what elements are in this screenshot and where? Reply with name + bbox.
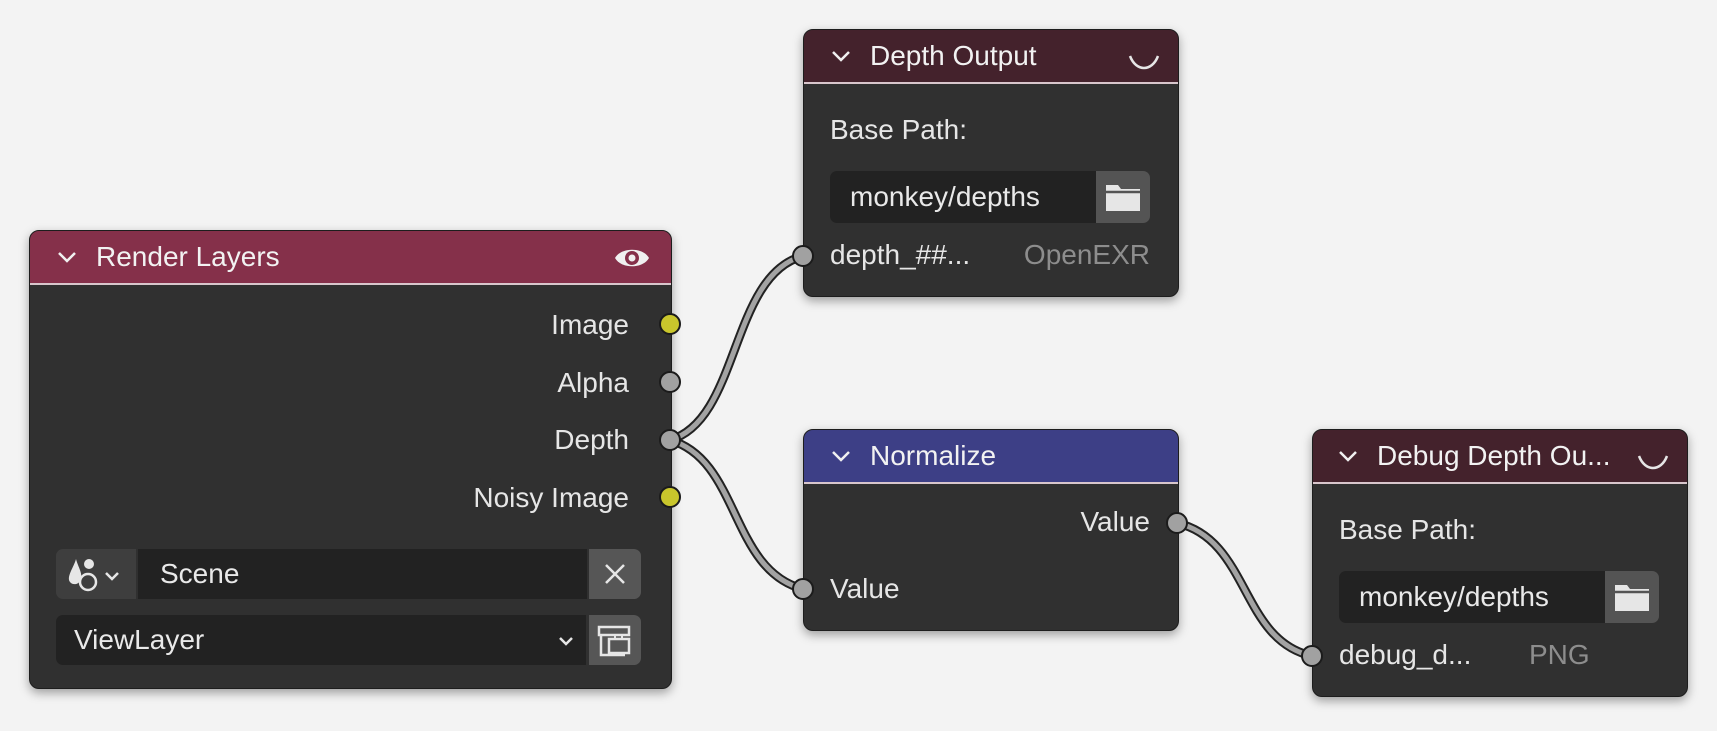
chevron-down-icon[interactable] bbox=[830, 445, 852, 467]
scene-unlink-button[interactable] bbox=[589, 549, 641, 599]
link-depth-to-depth-output bbox=[665, 251, 808, 445]
debug-input-name: debug_d... bbox=[1339, 639, 1472, 670]
base-path-field[interactable]: monkey/depths bbox=[1339, 571, 1605, 623]
debug-output-input-socket[interactable] bbox=[1301, 645, 1323, 667]
scene-icon bbox=[68, 559, 119, 592]
depth-output-node[interactable]: Depth Output Base Path: monkey/depths de… bbox=[803, 29, 1179, 297]
depth-output-header[interactable]: Depth Output bbox=[804, 30, 1178, 84]
view-layer-value: ViewLayer bbox=[74, 624, 205, 655]
depth-input-format: OpenEXR bbox=[1023, 239, 1150, 270]
scene-field[interactable]: Scene bbox=[138, 549, 587, 599]
debug-input-format: PNG bbox=[1529, 639, 1590, 670]
output-image-label: Image bbox=[551, 309, 629, 340]
debug-output-header[interactable]: Debug Depth Ou... bbox=[1313, 430, 1687, 484]
base-path-value: monkey/depths bbox=[1359, 581, 1549, 612]
close-icon bbox=[605, 564, 625, 584]
normalize-header[interactable]: Normalize bbox=[804, 430, 1178, 484]
scene-value: Scene bbox=[160, 558, 240, 589]
debug-depth-output-node[interactable]: Debug Depth Ou... Base Path: monkey/dept… bbox=[1312, 429, 1688, 697]
noisy-image-output-socket[interactable] bbox=[659, 486, 681, 508]
view-layer-dropdown[interactable]: ViewLayer bbox=[56, 615, 586, 665]
eye-icon[interactable] bbox=[613, 243, 651, 273]
chevron-down-icon[interactable] bbox=[1337, 445, 1359, 467]
normalize-output-label: Value bbox=[1080, 506, 1150, 537]
normalize-input-label: Value bbox=[830, 573, 900, 604]
alpha-output-socket[interactable] bbox=[659, 371, 681, 393]
scene-browse-button[interactable] bbox=[56, 549, 136, 599]
render-layer-button[interactable] bbox=[589, 615, 641, 665]
depth-input-name: depth_##... bbox=[830, 239, 971, 270]
render-layer-icon bbox=[597, 625, 631, 657]
base-path-field[interactable]: monkey/depths bbox=[830, 171, 1096, 223]
collapse-node-icon[interactable] bbox=[1126, 50, 1162, 74]
render-layers-header[interactable]: Render Layers bbox=[30, 231, 671, 285]
base-path-value: monkey/depths bbox=[850, 181, 1040, 212]
folder-icon bbox=[1106, 185, 1140, 211]
depth-output-title: Depth Output bbox=[870, 40, 1037, 71]
folder-icon bbox=[1615, 585, 1649, 611]
chevron-down-icon bbox=[559, 637, 573, 646]
render-layers-node[interactable]: Render Layers Image Alpha Depth Noisy Im… bbox=[29, 230, 672, 689]
render-layers-title: Render Layers bbox=[96, 241, 280, 272]
chevron-down-icon[interactable] bbox=[56, 246, 78, 268]
normalize-output-socket[interactable] bbox=[1166, 512, 1188, 534]
normalize-input-socket[interactable] bbox=[792, 578, 814, 600]
base-path-label: Base Path: bbox=[1339, 514, 1476, 545]
browse-folder-button[interactable] bbox=[1096, 171, 1150, 223]
debug-output-title: Debug Depth Ou... bbox=[1377, 440, 1611, 471]
depth-output-input-socket[interactable] bbox=[792, 245, 814, 267]
link-depth-to-normalize bbox=[665, 435, 808, 594]
collapse-node-icon[interactable] bbox=[1635, 450, 1671, 474]
chevron-down-icon[interactable] bbox=[830, 45, 852, 67]
output-noisy-image-label: Noisy Image bbox=[473, 482, 629, 513]
normalize-title: Normalize bbox=[870, 440, 997, 471]
output-alpha-label: Alpha bbox=[557, 367, 629, 398]
depth-output-socket[interactable] bbox=[659, 429, 681, 451]
normalize-node[interactable]: Normalize Value Value bbox=[803, 429, 1179, 631]
base-path-label: Base Path: bbox=[830, 114, 967, 145]
output-depth-label: Depth bbox=[554, 424, 629, 455]
browse-folder-button[interactable] bbox=[1605, 571, 1659, 623]
link-normalize-to-debug-output bbox=[1172, 518, 1317, 661]
image-output-socket[interactable] bbox=[659, 313, 681, 335]
